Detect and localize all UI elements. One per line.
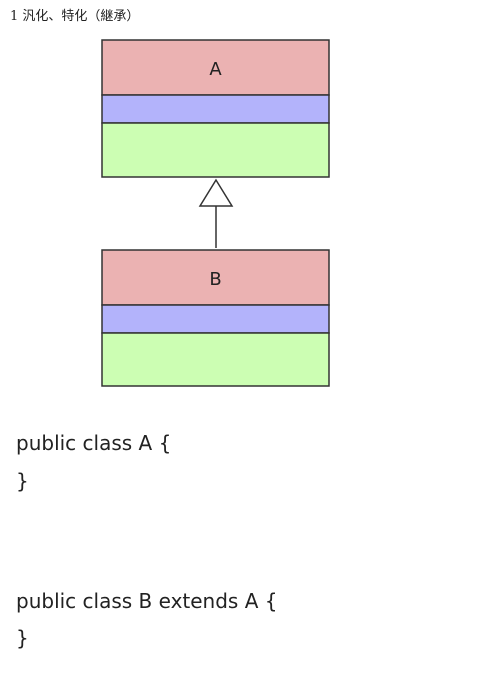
class-diagram: A B bbox=[101, 39, 330, 387]
class-a-operations-compartment bbox=[101, 122, 330, 178]
generalization-arrow bbox=[198, 178, 234, 248]
class-a-declaration: public class A { bbox=[16, 431, 172, 455]
class-b-name: B bbox=[209, 269, 221, 290]
class-a-attributes-compartment bbox=[101, 94, 330, 124]
section-heading: 1 汎化、特化（継承） bbox=[10, 9, 140, 24]
class-a-name: A bbox=[209, 59, 222, 80]
class-a-name-compartment bbox=[101, 39, 330, 96]
class-b-operations-compartment bbox=[101, 332, 330, 387]
class-a-closing-brace: } bbox=[16, 469, 29, 493]
class-a-box: A bbox=[101, 39, 330, 178]
generalization-arrowhead bbox=[198, 178, 234, 207]
class-b-attributes-compartment bbox=[101, 304, 330, 334]
class-b-box: B bbox=[101, 249, 330, 387]
class-b-closing-brace: } bbox=[16, 626, 29, 650]
class-b-declaration: public class B extends A { bbox=[16, 589, 278, 613]
